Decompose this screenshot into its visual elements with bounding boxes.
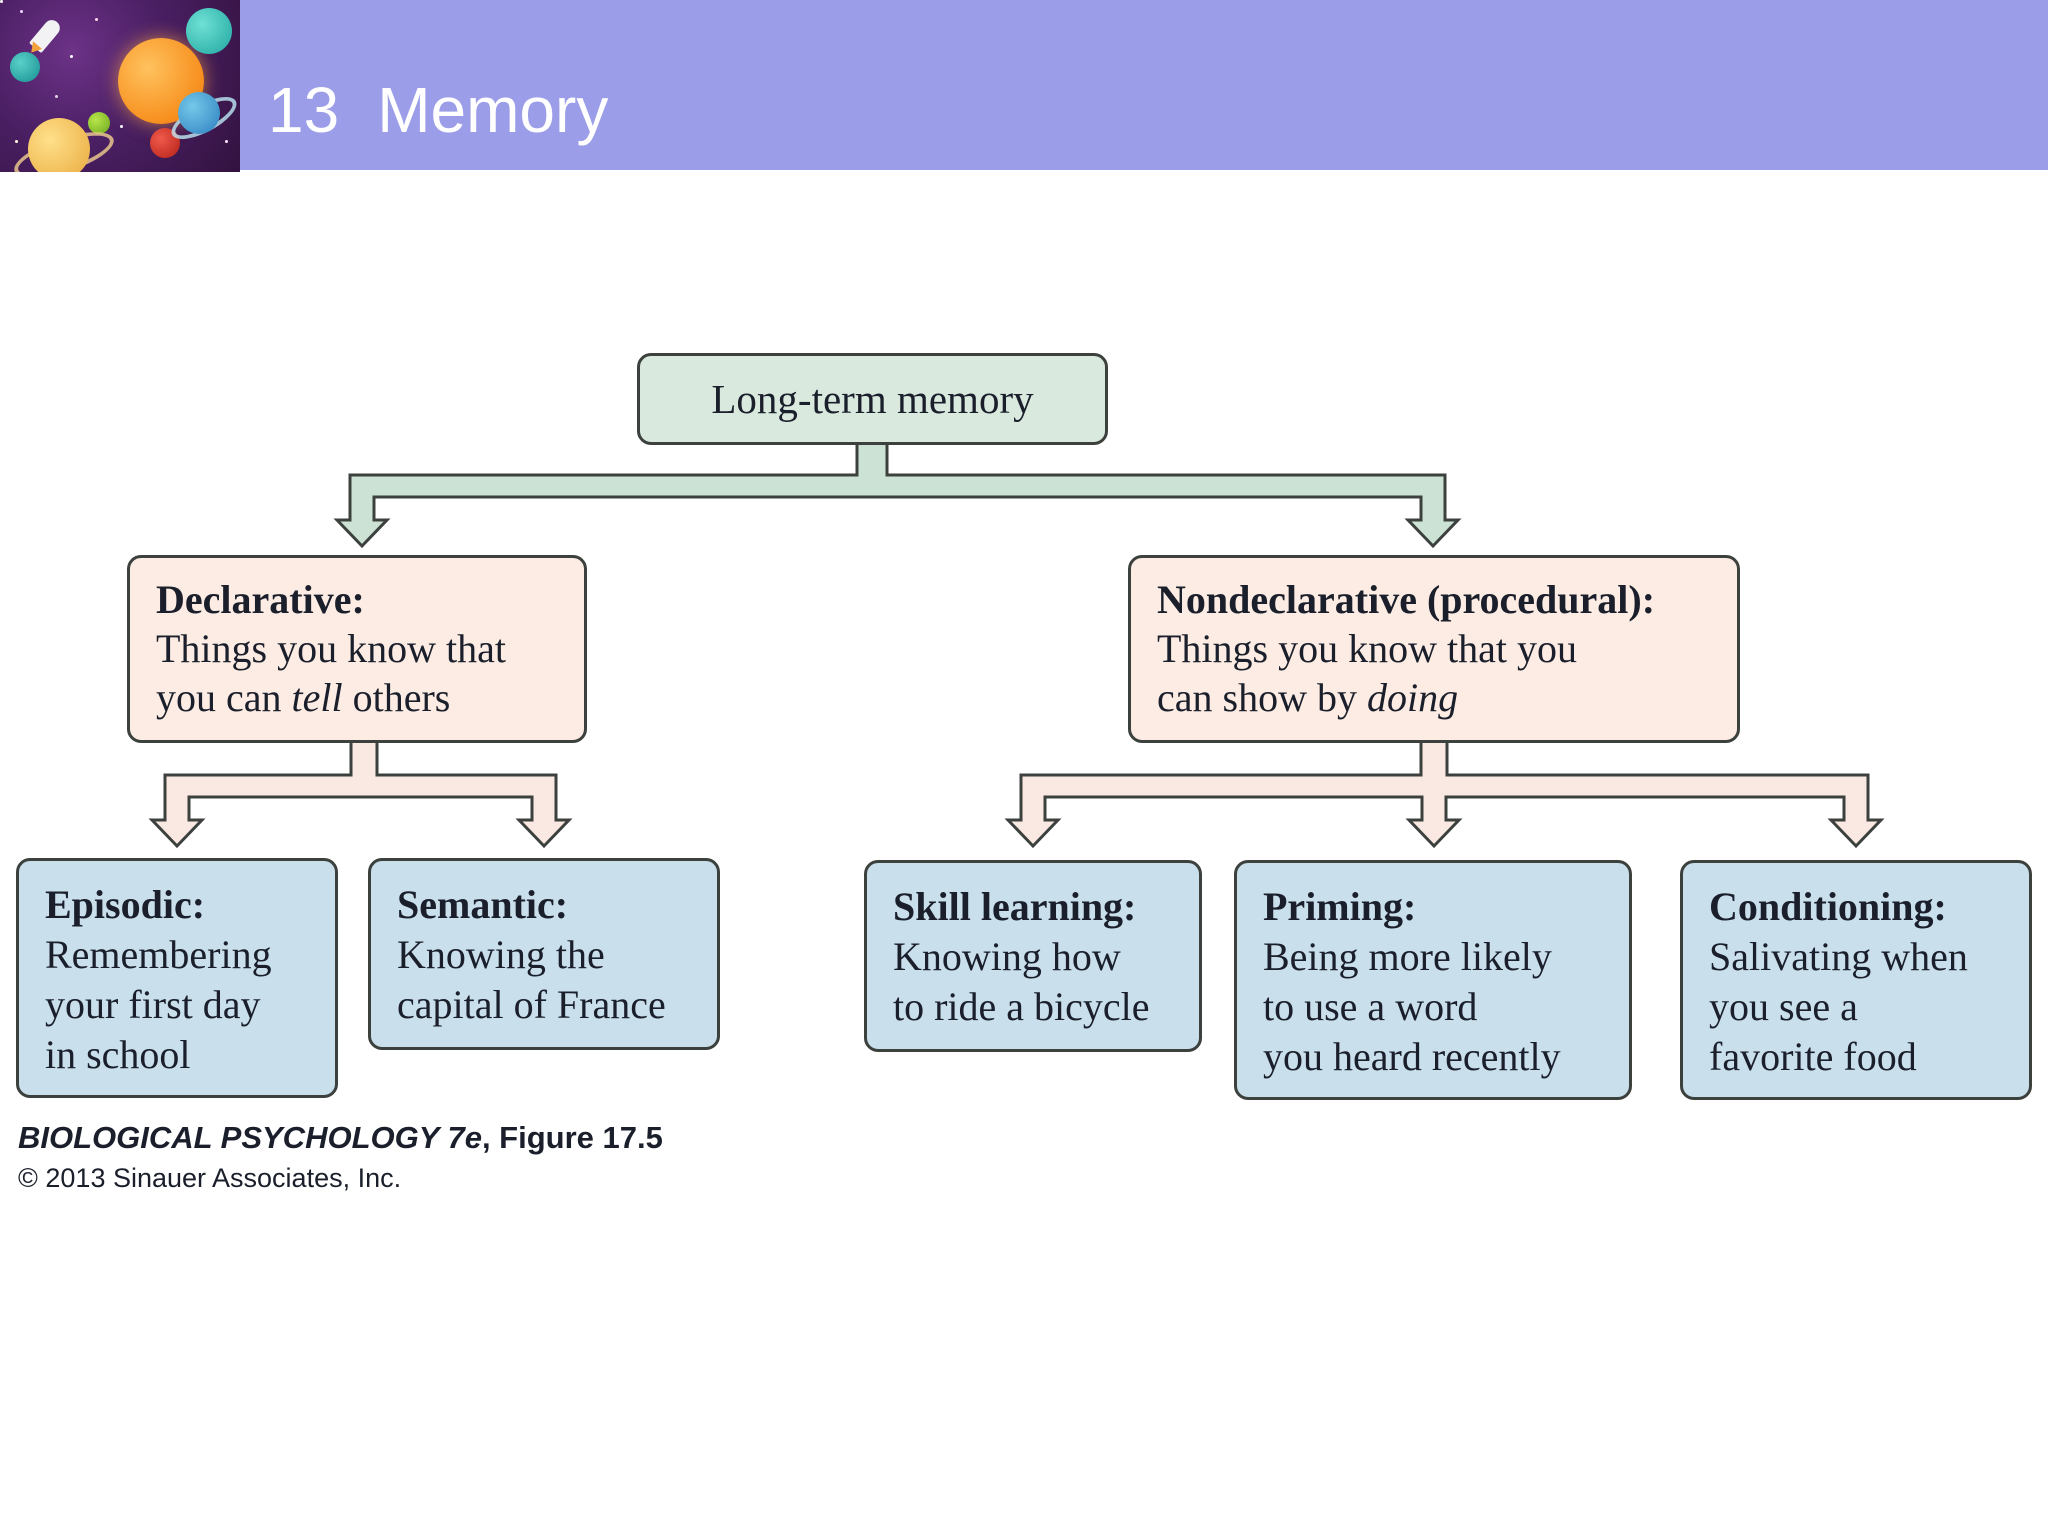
node-title: Declarative: (156, 577, 365, 622)
copyright-line: © 2013 Sinauer Associates, Inc. (18, 1163, 402, 1193)
node-line: to ride a bicycle (893, 984, 1150, 1029)
node-line: Being more likely (1263, 934, 1552, 979)
node-skill-learning: Skill learning: Knowing how to ride a bi… (864, 860, 1202, 1052)
node-line: Things you know that (156, 626, 506, 671)
figure-number: , Figure 17.5 (481, 1120, 663, 1155)
node-priming: Priming: Being more likely to use a word… (1234, 860, 1632, 1100)
connector-longterm-split (333, 441, 1462, 549)
node-title: Skill learning: (893, 884, 1137, 929)
figure-caption: BIOLOGICAL PSYCHOLOGY 7e, Figure 17.5 © … (18, 1120, 663, 1194)
node-line: favorite food (1709, 1034, 1917, 1079)
node-line: can show by doing (1157, 675, 1459, 720)
node-semantic: Semantic: Knowing the capital of France (368, 858, 720, 1050)
node-line: Knowing how (893, 934, 1121, 979)
book-title: BIOLOGICAL PSYCHOLOGY 7e (18, 1120, 482, 1155)
stars-decoration (0, 0, 3, 3)
figure-credit: BIOLOGICAL PSYCHOLOGY 7e, Figure 17.5 (18, 1120, 663, 1156)
node-line: you heard recently (1263, 1034, 1561, 1079)
ringed-planet-icon (178, 92, 220, 134)
node-line: Knowing the (397, 932, 605, 977)
node-line: in school (45, 1032, 191, 1077)
planet-icon (10, 52, 40, 82)
node-label: Long-term memory (711, 375, 1034, 422)
node-line: to use a word (1263, 984, 1478, 1029)
connector-declarative-split (148, 739, 573, 849)
chapter-title: Memory (377, 74, 609, 146)
node-title: Episodic: (45, 882, 206, 927)
planet-icon (88, 112, 110, 134)
node-title: Nondeclarative (procedural): (1157, 577, 1656, 622)
node-long-term-memory: Long-term memory (637, 353, 1108, 445)
node-line: you can tell others (156, 675, 451, 720)
node-line: Salivating when (1709, 934, 1968, 979)
saturn-icon (28, 118, 90, 172)
node-line: Things you know that you (1157, 626, 1577, 671)
node-line: your first day (45, 982, 261, 1027)
chapter-number: 13 (268, 74, 340, 146)
node-title: Semantic: (397, 882, 569, 927)
planet-icon (150, 128, 180, 158)
planet-icon (186, 8, 232, 54)
node-nondeclarative: Nondeclarative (procedural): Things you … (1128, 555, 1740, 743)
connector-nondeclarative-split (1004, 739, 1885, 849)
node-line: capital of France (397, 982, 666, 1027)
node-conditioning: Conditioning: Salivating when you see a … (1680, 860, 2032, 1100)
node-line: you see a (1709, 984, 1858, 1029)
node-declarative: Declarative: Things you know that you ca… (127, 555, 587, 743)
node-title: Conditioning: (1709, 884, 1947, 929)
header-bar: 13 Memory (0, 0, 2048, 172)
solar-system-art-image (0, 0, 240, 172)
node-title: Priming: (1263, 884, 1417, 929)
node-line: Remembering (45, 932, 272, 977)
slide-title: 13 Memory (268, 78, 608, 142)
node-episodic: Episodic: Remembering your first day in … (16, 858, 338, 1098)
